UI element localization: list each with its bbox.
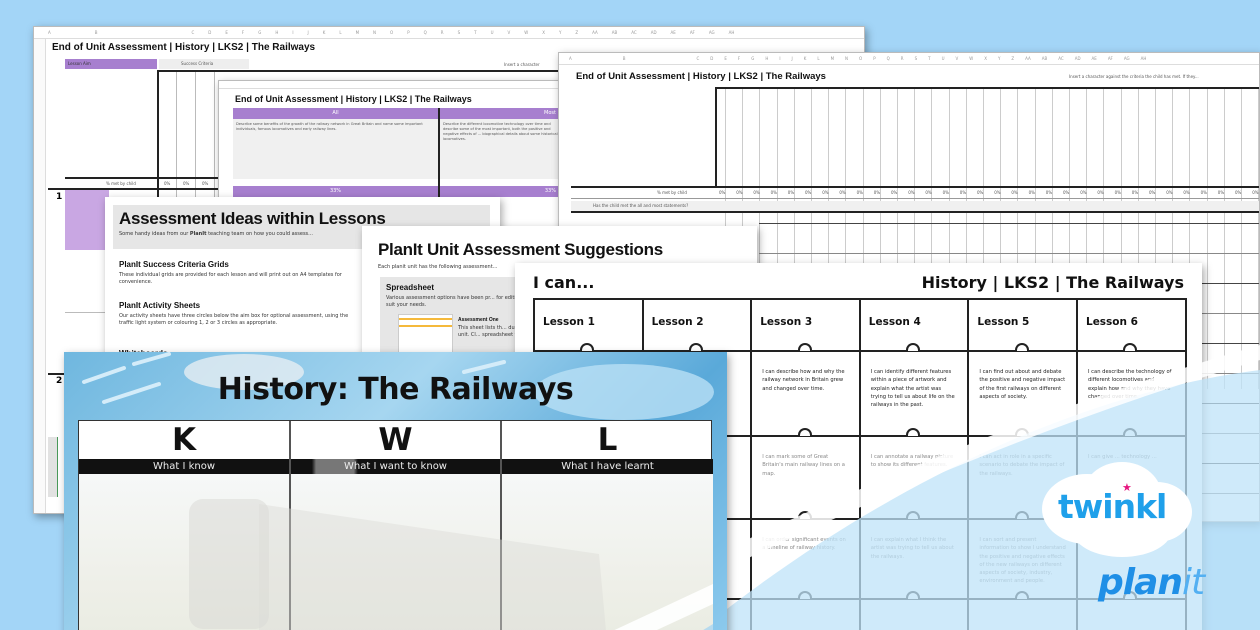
lesson-header: Lesson 3	[760, 316, 813, 328]
i-can-statement: I can explain what I think the artist wa…	[870, 537, 954, 560]
i-can-statement: I can describe the technology of differe…	[1088, 369, 1172, 400]
twinkl-wordmark: twinkl	[1058, 487, 1167, 526]
all-header: All	[233, 108, 438, 119]
planit-title: PlanIt Unit Assessment Suggestions	[378, 240, 663, 259]
i-can-title: I can...	[533, 273, 595, 292]
sky-clouds-decoration	[82, 352, 714, 420]
train-watermark	[189, 499, 713, 630]
section-heading: PlanIt Activity Sheets	[119, 301, 201, 310]
row-header-column	[34, 39, 46, 513]
spreadsheet-title: End of Unit Assessment | History | LKS2 …	[52, 42, 316, 53]
spreadsheet-title: End of Unit Assessment | History | LKS2 …	[235, 94, 472, 104]
all-percent: 33%	[233, 186, 438, 197]
lesson-header: Lesson 6	[1086, 316, 1138, 328]
lesson-aim-header: Lesson Aim	[65, 59, 157, 69]
lesson-aim-cell	[65, 190, 109, 250]
i-can-statement: I can mark some of Great Britain's main …	[762, 454, 845, 477]
planit-subtitle: Each planit unit has the following asses…	[378, 264, 498, 270]
section-heading: PlanIt Success Criteria Grids	[119, 260, 229, 269]
spreadsheet-title: End of Unit Assessment | History | LKS2 …	[576, 71, 826, 82]
most-percent: 33%	[440, 186, 562, 197]
section-number-1: 1	[56, 192, 63, 202]
section-body: These individual grids are provided for …	[119, 272, 342, 285]
most-criteria-cell: Describe the different locomotive techno…	[440, 119, 562, 179]
lesson-header: Lesson 4	[868, 316, 921, 328]
lesson-header: Lesson 5	[977, 316, 1030, 328]
kwl-title: History: The Railways	[217, 372, 574, 407]
i-can-subtitle: History | LKS2 | The Railways	[921, 273, 1184, 292]
kwl-table: K What I know W What I want to know L Wh…	[78, 420, 713, 630]
lesson-header: Lesson 2	[651, 316, 704, 328]
kwl-answer-area[interactable]	[291, 474, 500, 630]
ideas-subtitle: Some handy ideas from our PlanIt teachin…	[119, 231, 313, 237]
kwl-column-w: W What I want to know	[291, 421, 502, 630]
i-can-statement: I can annotate a railway picture to show…	[870, 454, 954, 469]
i-can-statement: I can give ... technology ...	[1088, 454, 1157, 460]
success-criteria-header: Success Criteria	[159, 59, 249, 69]
twinkl-planit-logo: ★ twinkl planit	[1042, 462, 1205, 622]
most-header: Most	[440, 108, 562, 119]
lesson-header: Lesson 1	[543, 316, 595, 328]
star-icon: ★	[1122, 481, 1132, 494]
all-criteria-cell: Describe some benefits of the growth of …	[233, 119, 438, 179]
planit-wordmark: planit	[1098, 562, 1205, 603]
i-can-statement: I can describe how and why the railway n…	[762, 369, 845, 392]
section-number-2: 2	[56, 376, 63, 386]
i-can-statement: I can identify different features within…	[870, 369, 955, 409]
ideas-title: Assessment Ideas within Lessons	[119, 209, 386, 228]
i-can-statement: I can order significant events on a time…	[762, 537, 846, 552]
kwl-grid-sheet: History: The Railways K What I know W Wh…	[64, 352, 727, 630]
i-can-statement: I can find out about and debate the posi…	[979, 369, 1066, 400]
section-body: Our activity sheets have three circles b…	[119, 313, 349, 326]
